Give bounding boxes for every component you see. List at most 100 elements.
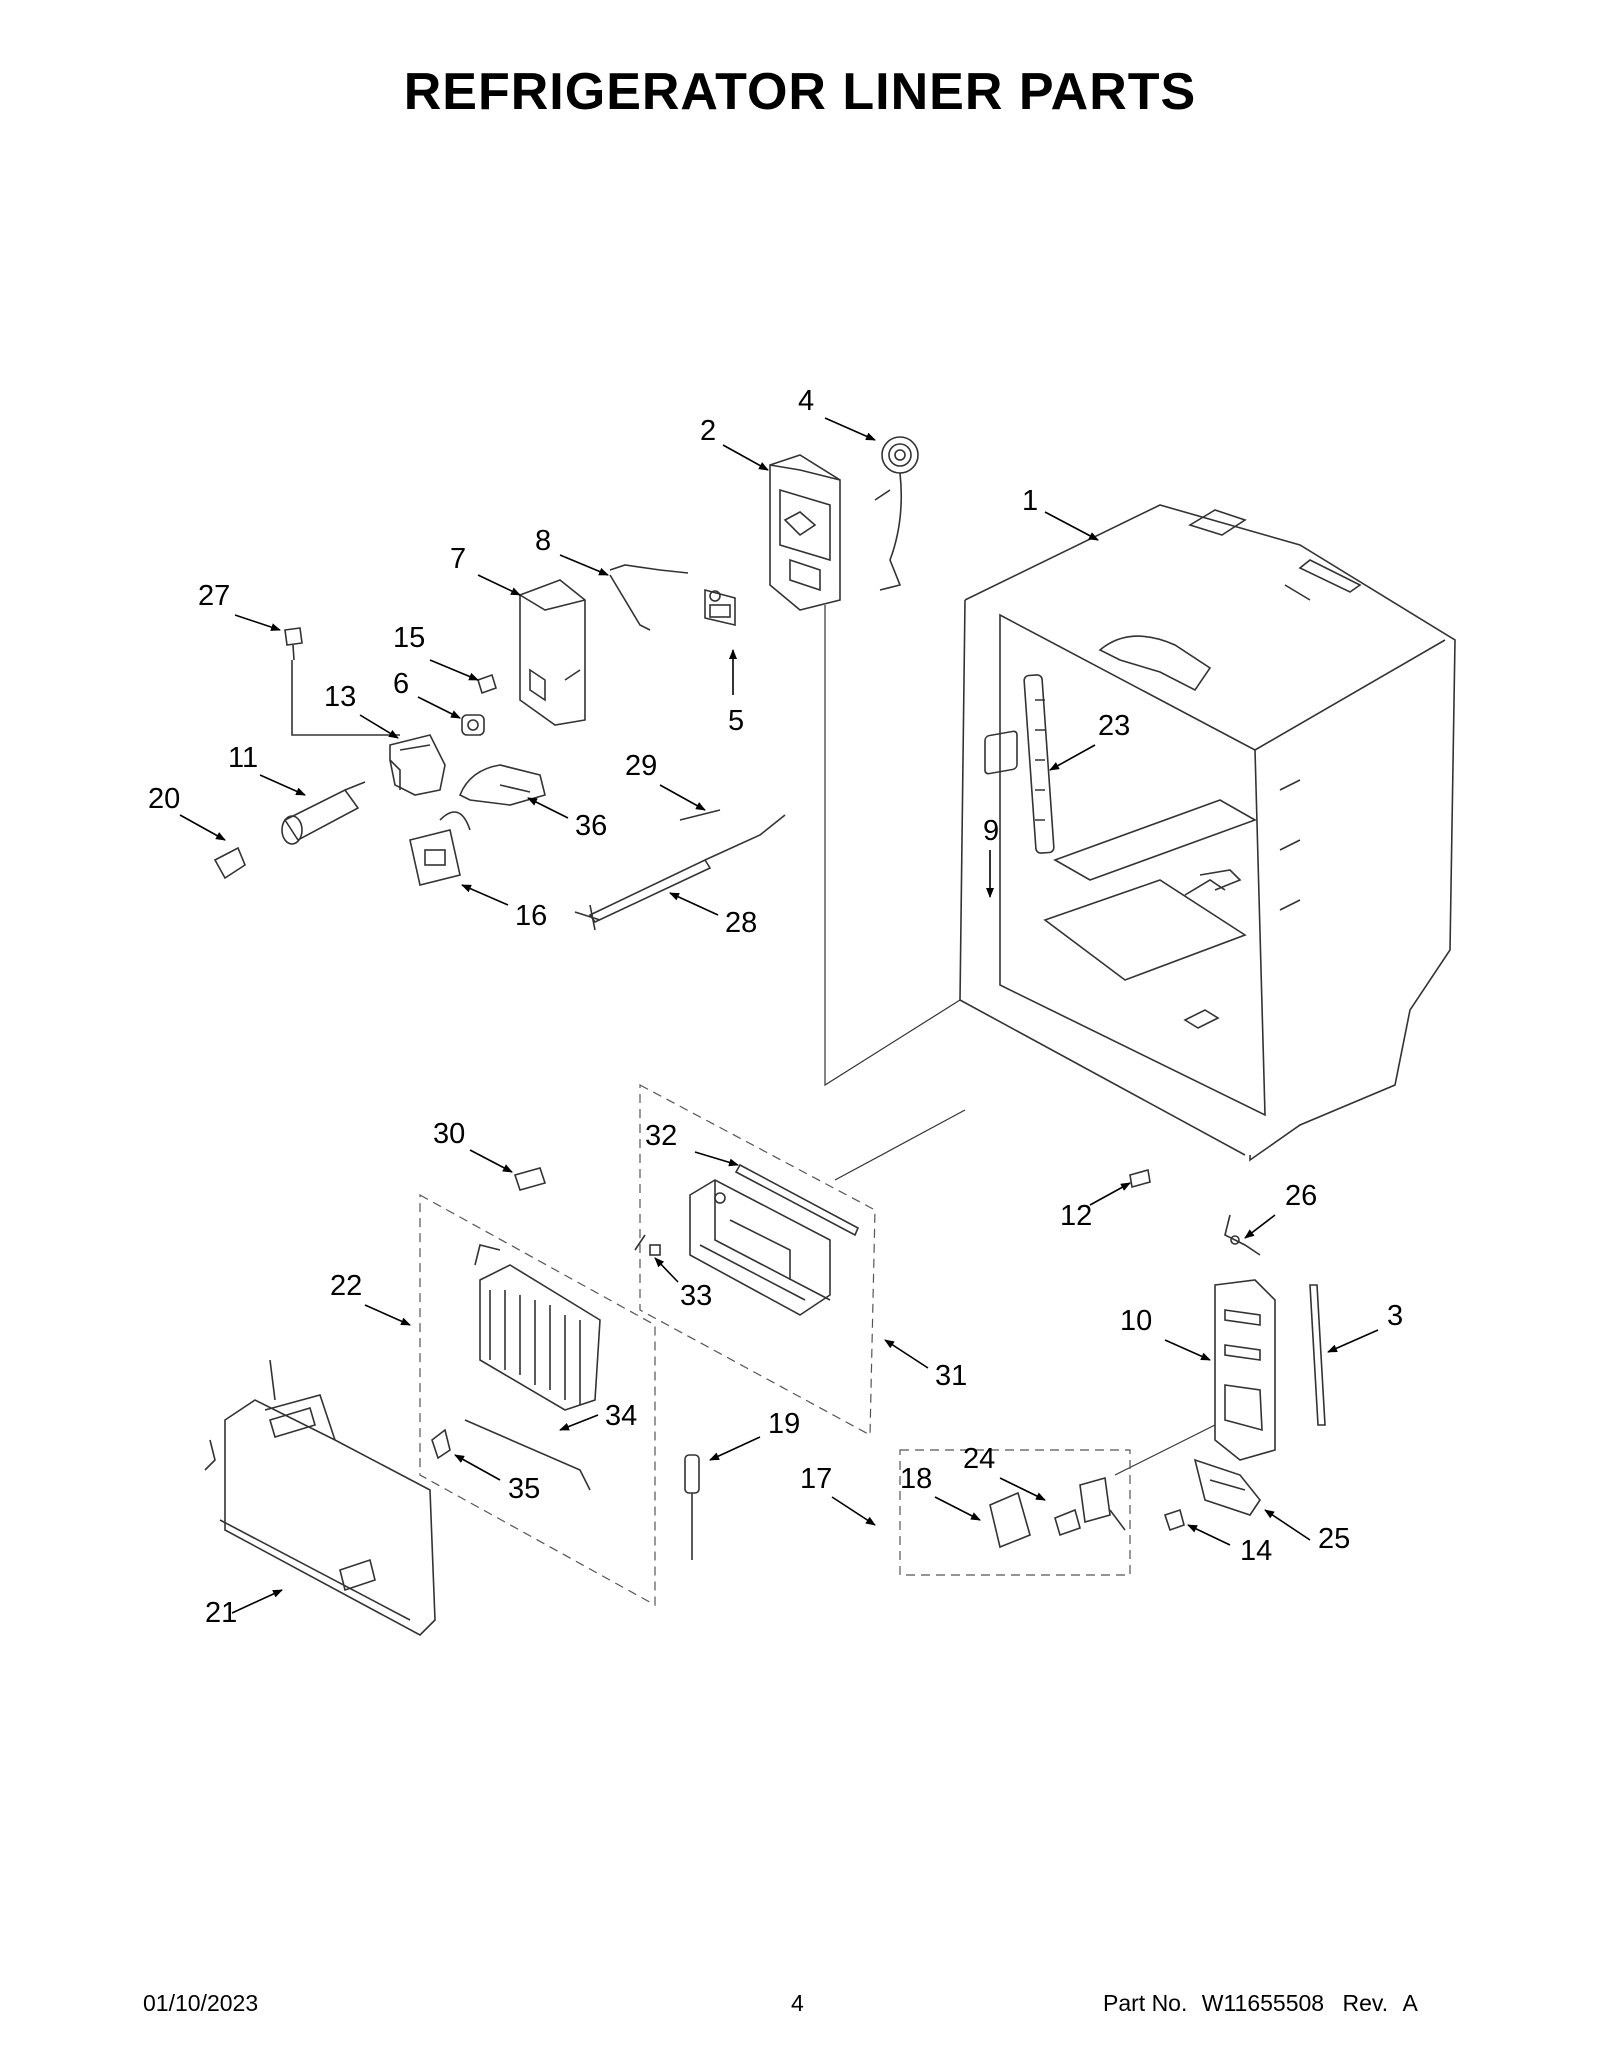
part-number: W11655508 bbox=[1201, 1990, 1325, 2016]
leader-arrow-33 bbox=[654, 1257, 679, 1283]
lower-panel-part-21 bbox=[204, 1359, 436, 1636]
leader-arrow-19 bbox=[709, 1436, 761, 1461]
leader-arrow-15 bbox=[429, 659, 479, 681]
callout-28: 28 bbox=[725, 907, 757, 939]
control-housing-part-2 bbox=[769, 454, 841, 611]
callout-12: 12 bbox=[1060, 1200, 1092, 1232]
callout-9: 9 bbox=[983, 815, 999, 847]
leader-arrow-22 bbox=[364, 1304, 411, 1326]
valve-part-5 bbox=[704, 588, 736, 627]
leader-arrow-4 bbox=[824, 417, 876, 441]
callout-21: 21 bbox=[205, 1597, 237, 1629]
wire-part-29 bbox=[679, 809, 721, 821]
leader-arrow-8 bbox=[559, 554, 609, 576]
led-light-bar-part-23 bbox=[1023, 674, 1055, 854]
leader-arrow-26 bbox=[1244, 1214, 1276, 1239]
leader-arrow-27 bbox=[234, 614, 281, 631]
leader-arrow-32 bbox=[694, 1151, 739, 1167]
callout-14: 14 bbox=[1240, 1535, 1272, 1567]
callout-1: 1 bbox=[1022, 485, 1038, 517]
screw-part-33 bbox=[634, 1234, 646, 1251]
guide-line bbox=[824, 605, 961, 1087]
callout-29: 29 bbox=[625, 750, 657, 782]
callout-13: 13 bbox=[324, 681, 356, 713]
revision: A bbox=[1402, 1990, 1418, 2016]
leader-arrow-21 bbox=[231, 1589, 283, 1614]
leader-arrow-11 bbox=[259, 774, 306, 796]
footer-part-info: Part No. W11655508 Rev. A bbox=[1103, 1990, 1418, 2017]
callout-30: 30 bbox=[433, 1118, 465, 1150]
guide-line bbox=[834, 1109, 966, 1181]
leader-arrow-3 bbox=[1327, 1329, 1379, 1353]
callout-10: 10 bbox=[1120, 1305, 1152, 1337]
callout-36: 36 bbox=[575, 810, 607, 842]
evaporator-group-outline bbox=[419, 1193, 656, 1607]
callout-3: 3 bbox=[1387, 1300, 1403, 1332]
dispenser-group-outline bbox=[899, 1449, 1131, 1576]
callout-19: 19 bbox=[768, 1408, 800, 1440]
callout-34: 34 bbox=[605, 1400, 637, 1432]
leader-arrow-24 bbox=[999, 1477, 1046, 1501]
callout-17: 17 bbox=[800, 1463, 832, 1495]
leader-arrow-25 bbox=[1264, 1509, 1311, 1541]
clip-part-35 bbox=[431, 1428, 451, 1460]
wire-harness-part-26 bbox=[1224, 1214, 1261, 1256]
leader-arrow-35 bbox=[454, 1454, 501, 1481]
fitting-part-6 bbox=[461, 714, 485, 736]
callout-6: 6 bbox=[393, 668, 409, 700]
callout-33: 33 bbox=[680, 1280, 712, 1312]
callout-20: 20 bbox=[148, 783, 180, 815]
housing-part-13 bbox=[389, 734, 446, 796]
leader-arrow-31 bbox=[884, 1339, 929, 1369]
callout-22: 22 bbox=[330, 1270, 362, 1302]
screw-part-15 bbox=[477, 673, 497, 695]
leader-arrow-1 bbox=[1044, 511, 1099, 541]
callout-31: 31 bbox=[935, 1360, 967, 1392]
screw-part-27 bbox=[284, 627, 400, 736]
callout-4: 4 bbox=[798, 385, 814, 417]
leader-arrow-16 bbox=[461, 884, 509, 906]
callout-32: 32 bbox=[645, 1120, 677, 1152]
leader-arrow-17 bbox=[831, 1496, 876, 1526]
leader-arrow-29 bbox=[659, 784, 706, 811]
footer-date: 01/10/2023 bbox=[143, 1990, 259, 2016]
callout-24: 24 bbox=[963, 1443, 995, 1475]
callout-27: 27 bbox=[198, 580, 230, 612]
callout-2: 2 bbox=[700, 415, 716, 447]
light-lens-part-9 bbox=[984, 730, 1018, 775]
revision-label: Rev. bbox=[1342, 1990, 1389, 2016]
callout-16: 16 bbox=[515, 900, 547, 932]
leader-arrow-10 bbox=[1164, 1339, 1211, 1361]
callout-11: 11 bbox=[228, 742, 258, 774]
control-panel-part-10 bbox=[1214, 1279, 1276, 1461]
leader-arrow-20 bbox=[179, 814, 226, 841]
evaporator-cover-group-outline bbox=[639, 1084, 876, 1436]
screw-part-33-head bbox=[649, 1244, 661, 1256]
leader-arrow-14 bbox=[1187, 1524, 1231, 1546]
part-number-label: Part No. bbox=[1103, 1990, 1188, 2016]
pad-part-30 bbox=[513, 1167, 547, 1191]
thermistor-wire-part-4 bbox=[874, 436, 919, 591]
evaporator-part-34 bbox=[464, 1244, 601, 1491]
callout-8: 8 bbox=[535, 525, 551, 557]
leader-arrow-6 bbox=[417, 696, 461, 719]
callout-25: 25 bbox=[1318, 1523, 1350, 1555]
callout-26: 26 bbox=[1285, 1180, 1317, 1212]
callout-7: 7 bbox=[450, 543, 466, 575]
sensor-part-19 bbox=[684, 1454, 700, 1560]
screw-part-14 bbox=[1163, 1508, 1185, 1532]
callout-5: 5 bbox=[728, 705, 744, 737]
tube-part-8 bbox=[609, 564, 689, 631]
bracket-part-16 bbox=[409, 811, 471, 886]
callout-18: 18 bbox=[900, 1463, 932, 1495]
bracket-part-25 bbox=[1193, 1458, 1261, 1516]
callout-15: 15 bbox=[393, 622, 425, 654]
panel-part-18 bbox=[989, 1491, 1031, 1549]
filter-head-part-36 bbox=[458, 764, 546, 806]
evaporator-cover-part-31 bbox=[689, 1179, 831, 1316]
leader-arrow-18 bbox=[934, 1496, 981, 1521]
cover-part-7 bbox=[519, 579, 586, 726]
filter-part-11 bbox=[281, 781, 366, 845]
gasket-strip-part-3 bbox=[1309, 1284, 1326, 1426]
